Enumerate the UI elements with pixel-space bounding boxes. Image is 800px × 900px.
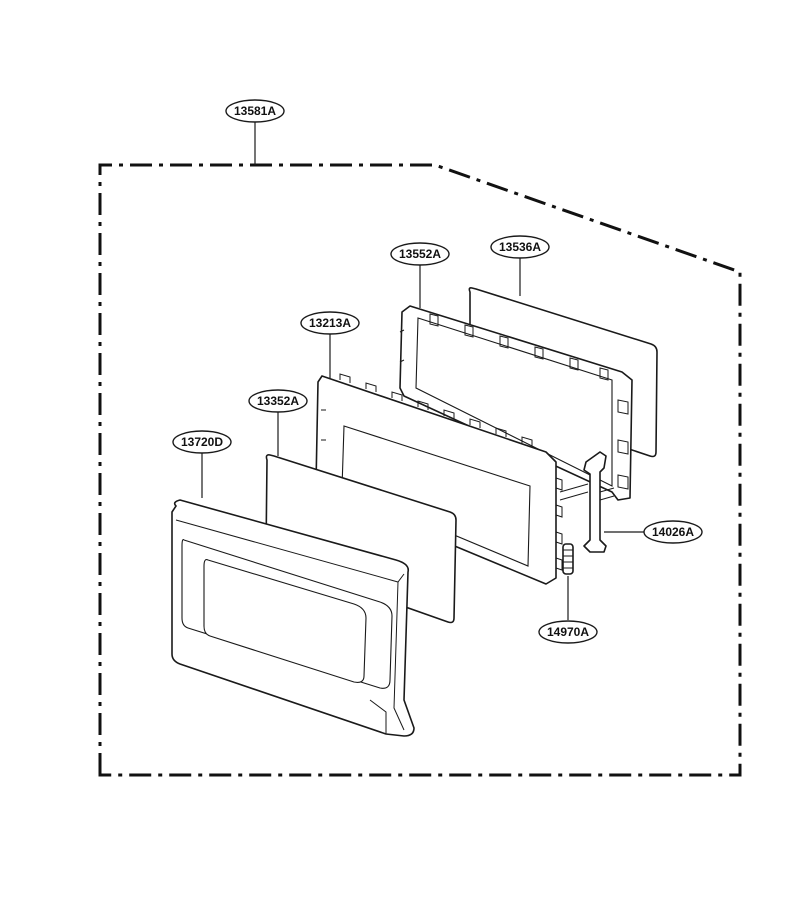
callout-13552A: 13552A xyxy=(390,242,450,266)
callout-14026A: 14026A xyxy=(643,520,703,544)
svg-text:13536A: 13536A xyxy=(499,240,541,254)
callout-13720D: 13720D xyxy=(172,430,232,454)
callout-13581A: 13581A xyxy=(225,99,285,123)
svg-text:13213A: 13213A xyxy=(309,316,351,330)
callout-14970A: 14970A xyxy=(538,620,598,644)
svg-text:13552A: 13552A xyxy=(399,247,441,261)
svg-text:13720D: 13720D xyxy=(181,435,223,449)
svg-text:14026A: 14026A xyxy=(652,525,694,539)
svg-text:13581A: 13581A xyxy=(234,104,276,118)
callout-13536A: 13536A xyxy=(490,235,550,259)
part-14970A-spring xyxy=(562,543,574,575)
svg-text:13352A: 13352A xyxy=(257,394,299,408)
callout-13213A: 13213A xyxy=(300,311,360,335)
svg-text:14970A: 14970A xyxy=(547,625,589,639)
part-13720D-front-frame xyxy=(171,499,415,737)
part-14026A-latch xyxy=(559,451,615,553)
part-13213A-door-frame xyxy=(315,373,563,585)
callout-13352A: 13352A xyxy=(248,389,308,413)
part-13552A-frame xyxy=(399,305,633,501)
